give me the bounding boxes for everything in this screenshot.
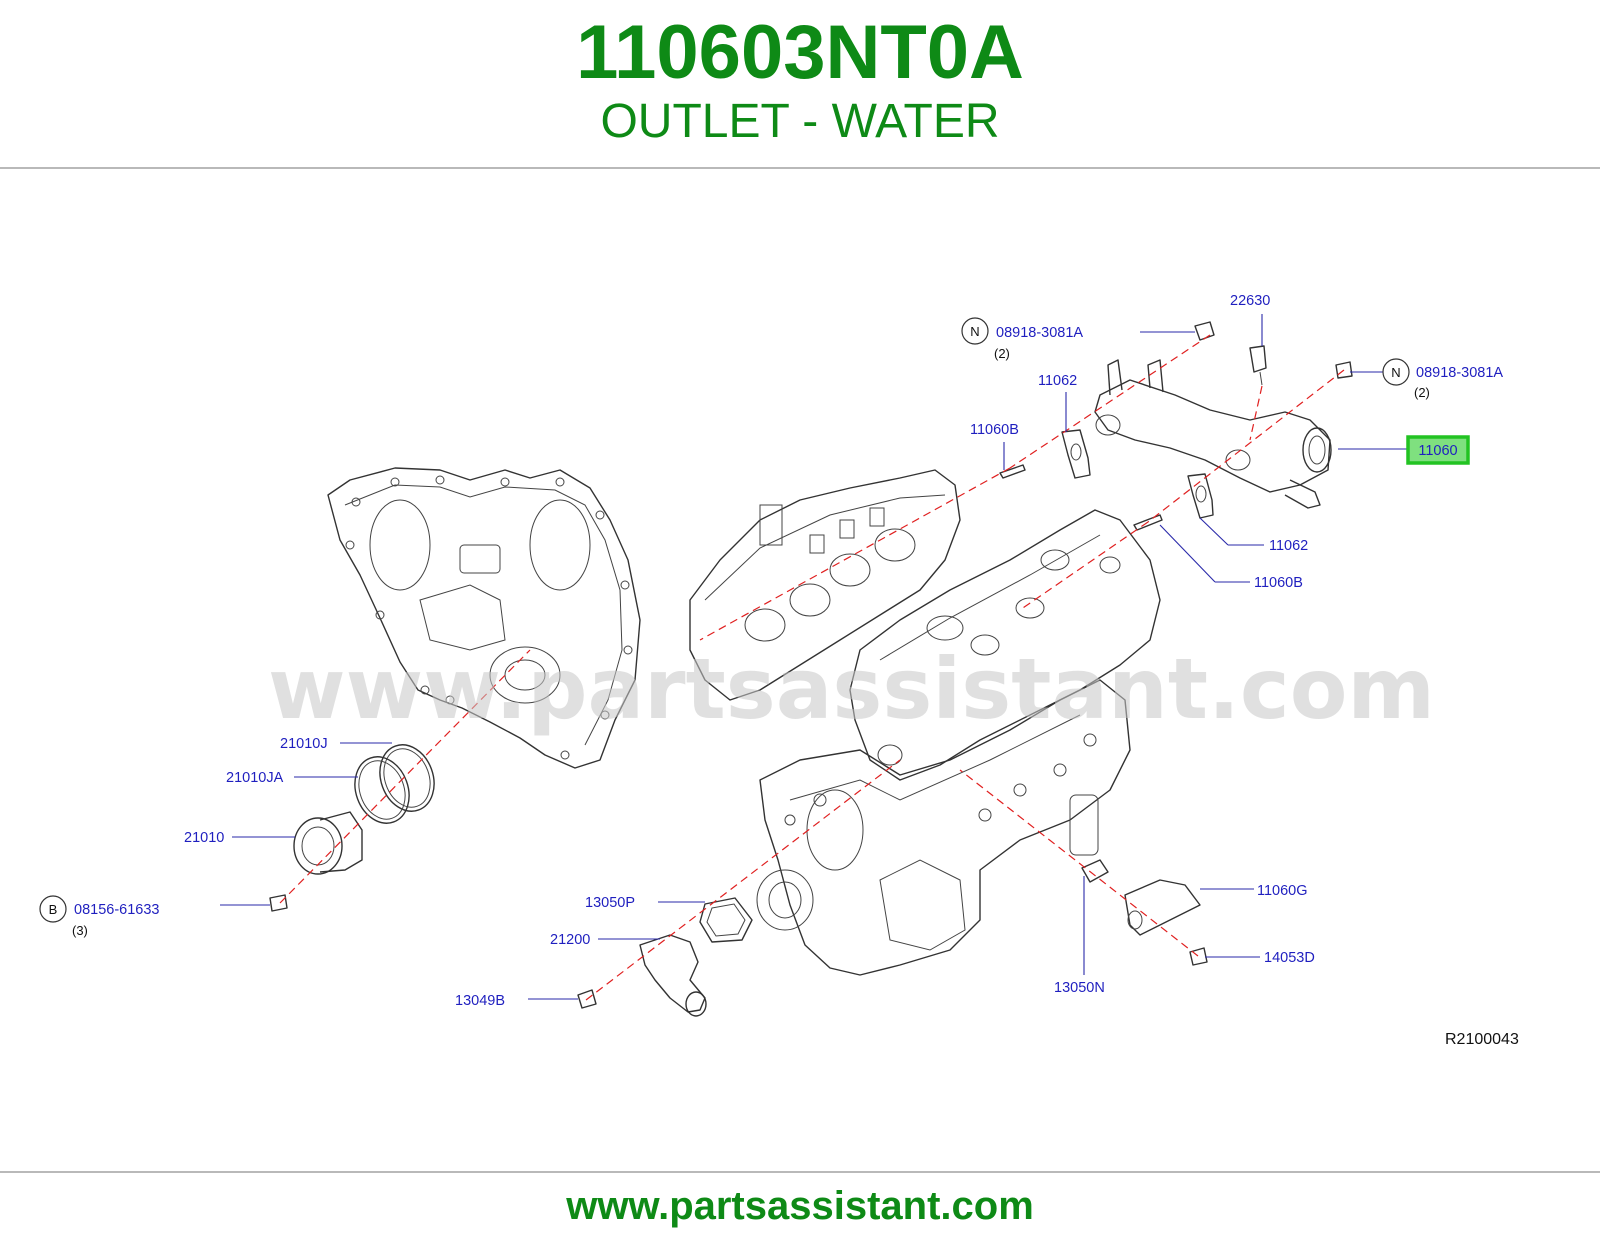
callout-part-number[interactable]: 14053D	[1264, 950, 1315, 966]
timing-cover-drawing	[327, 467, 641, 769]
callout-stud-right: 11060B	[1254, 575, 1303, 591]
highlight-box	[1406, 435, 1470, 465]
diagram-reference-code: R2100043	[1445, 1031, 1519, 1048]
watermark-text: www.partsassistant.com	[268, 640, 1435, 738]
circled-letter-icon	[1382, 358, 1410, 386]
water-outlet-drawing	[1094, 321, 1353, 509]
callout-prefix: B	[49, 902, 58, 917]
callout-o-ring-ja: 21010JA	[226, 770, 284, 786]
callout-bolt-13049b: 13049B	[455, 993, 505, 1009]
callout-sensor: 22630	[1230, 293, 1270, 309]
callout-bolt-n-right: N 08918-3081A (2)	[1382, 358, 1503, 400]
part-name-subtitle: OUTLET - WATER	[600, 95, 1000, 148]
callout-prefix: N	[970, 324, 979, 339]
callout-part-number[interactable]: 11062	[1038, 373, 1077, 389]
callout-part-number[interactable]: 11060G	[1257, 883, 1308, 899]
engine-block-drawing	[689, 469, 1161, 976]
callout-quantity: (2)	[1414, 385, 1430, 400]
header-divider	[0, 167, 1600, 169]
callout-bolt-n-top: N 08918-3081A (2)	[961, 317, 1083, 361]
callout-outlet-g: 11060G	[1257, 883, 1308, 899]
callout-part-number[interactable]: 13050P	[585, 895, 635, 911]
callout-part-number[interactable]: 13050N	[1054, 980, 1105, 996]
callout-gasket-top: 11062	[1038, 373, 1077, 389]
circled-letter-icon	[39, 895, 67, 923]
assembly-centerlines	[279, 334, 1345, 1001]
callout-gasket-p: 13050P	[585, 895, 635, 911]
callout-thermostat-housing: 21200	[550, 932, 590, 948]
callout-part-number[interactable]: 11062	[1269, 538, 1308, 554]
callout-part-number[interactable]: 08918-3081A	[996, 325, 1083, 341]
callout-part-number[interactable]: 08918-3081A	[1416, 365, 1503, 381]
callout-quantity: (2)	[994, 346, 1010, 361]
callout-part-number[interactable]: 21010JA	[226, 770, 284, 786]
callout-water-outlet-highlight: 11060	[1406, 435, 1470, 465]
callout-part-number[interactable]: 11060	[1418, 443, 1457, 459]
callout-part-number[interactable]: 11060B	[1254, 575, 1303, 591]
callout-part-number[interactable]: 08156-61633	[74, 902, 159, 918]
callout-o-ring-j: 21010J	[280, 736, 328, 752]
callout-part-number[interactable]: 22630	[1230, 293, 1270, 309]
callout-water-pump: 21010	[184, 830, 224, 846]
leader-lines	[220, 314, 1408, 1000]
callout-part-number[interactable]: 13049B	[455, 993, 505, 1009]
callout-gasket-n: 13050N	[1054, 980, 1105, 996]
callout-quantity: (3)	[72, 923, 88, 938]
circled-letter-icon	[961, 317, 989, 345]
footer-divider	[0, 1171, 1600, 1173]
footer-url[interactable]: www.partsassistant.com	[566, 1184, 1034, 1228]
callout-part-number[interactable]: 21200	[550, 932, 590, 948]
callout-part-number[interactable]: 11060B	[970, 422, 1019, 438]
callout-stud-top: 11060B	[970, 422, 1019, 438]
callout-part-number[interactable]: 21010	[184, 830, 224, 846]
part-number-title: 110603NT0A	[576, 10, 1024, 95]
callout-part-number[interactable]: 21010J	[280, 736, 328, 752]
callout-bolt-14053d: 14053D	[1264, 950, 1315, 966]
callout-gasket-right: 11062	[1269, 538, 1308, 554]
callout-prefix: N	[1391, 365, 1400, 380]
callout-bolt-b: B 08156-61633 (3)	[39, 895, 159, 938]
small-parts-drawing	[269, 429, 1214, 1017]
